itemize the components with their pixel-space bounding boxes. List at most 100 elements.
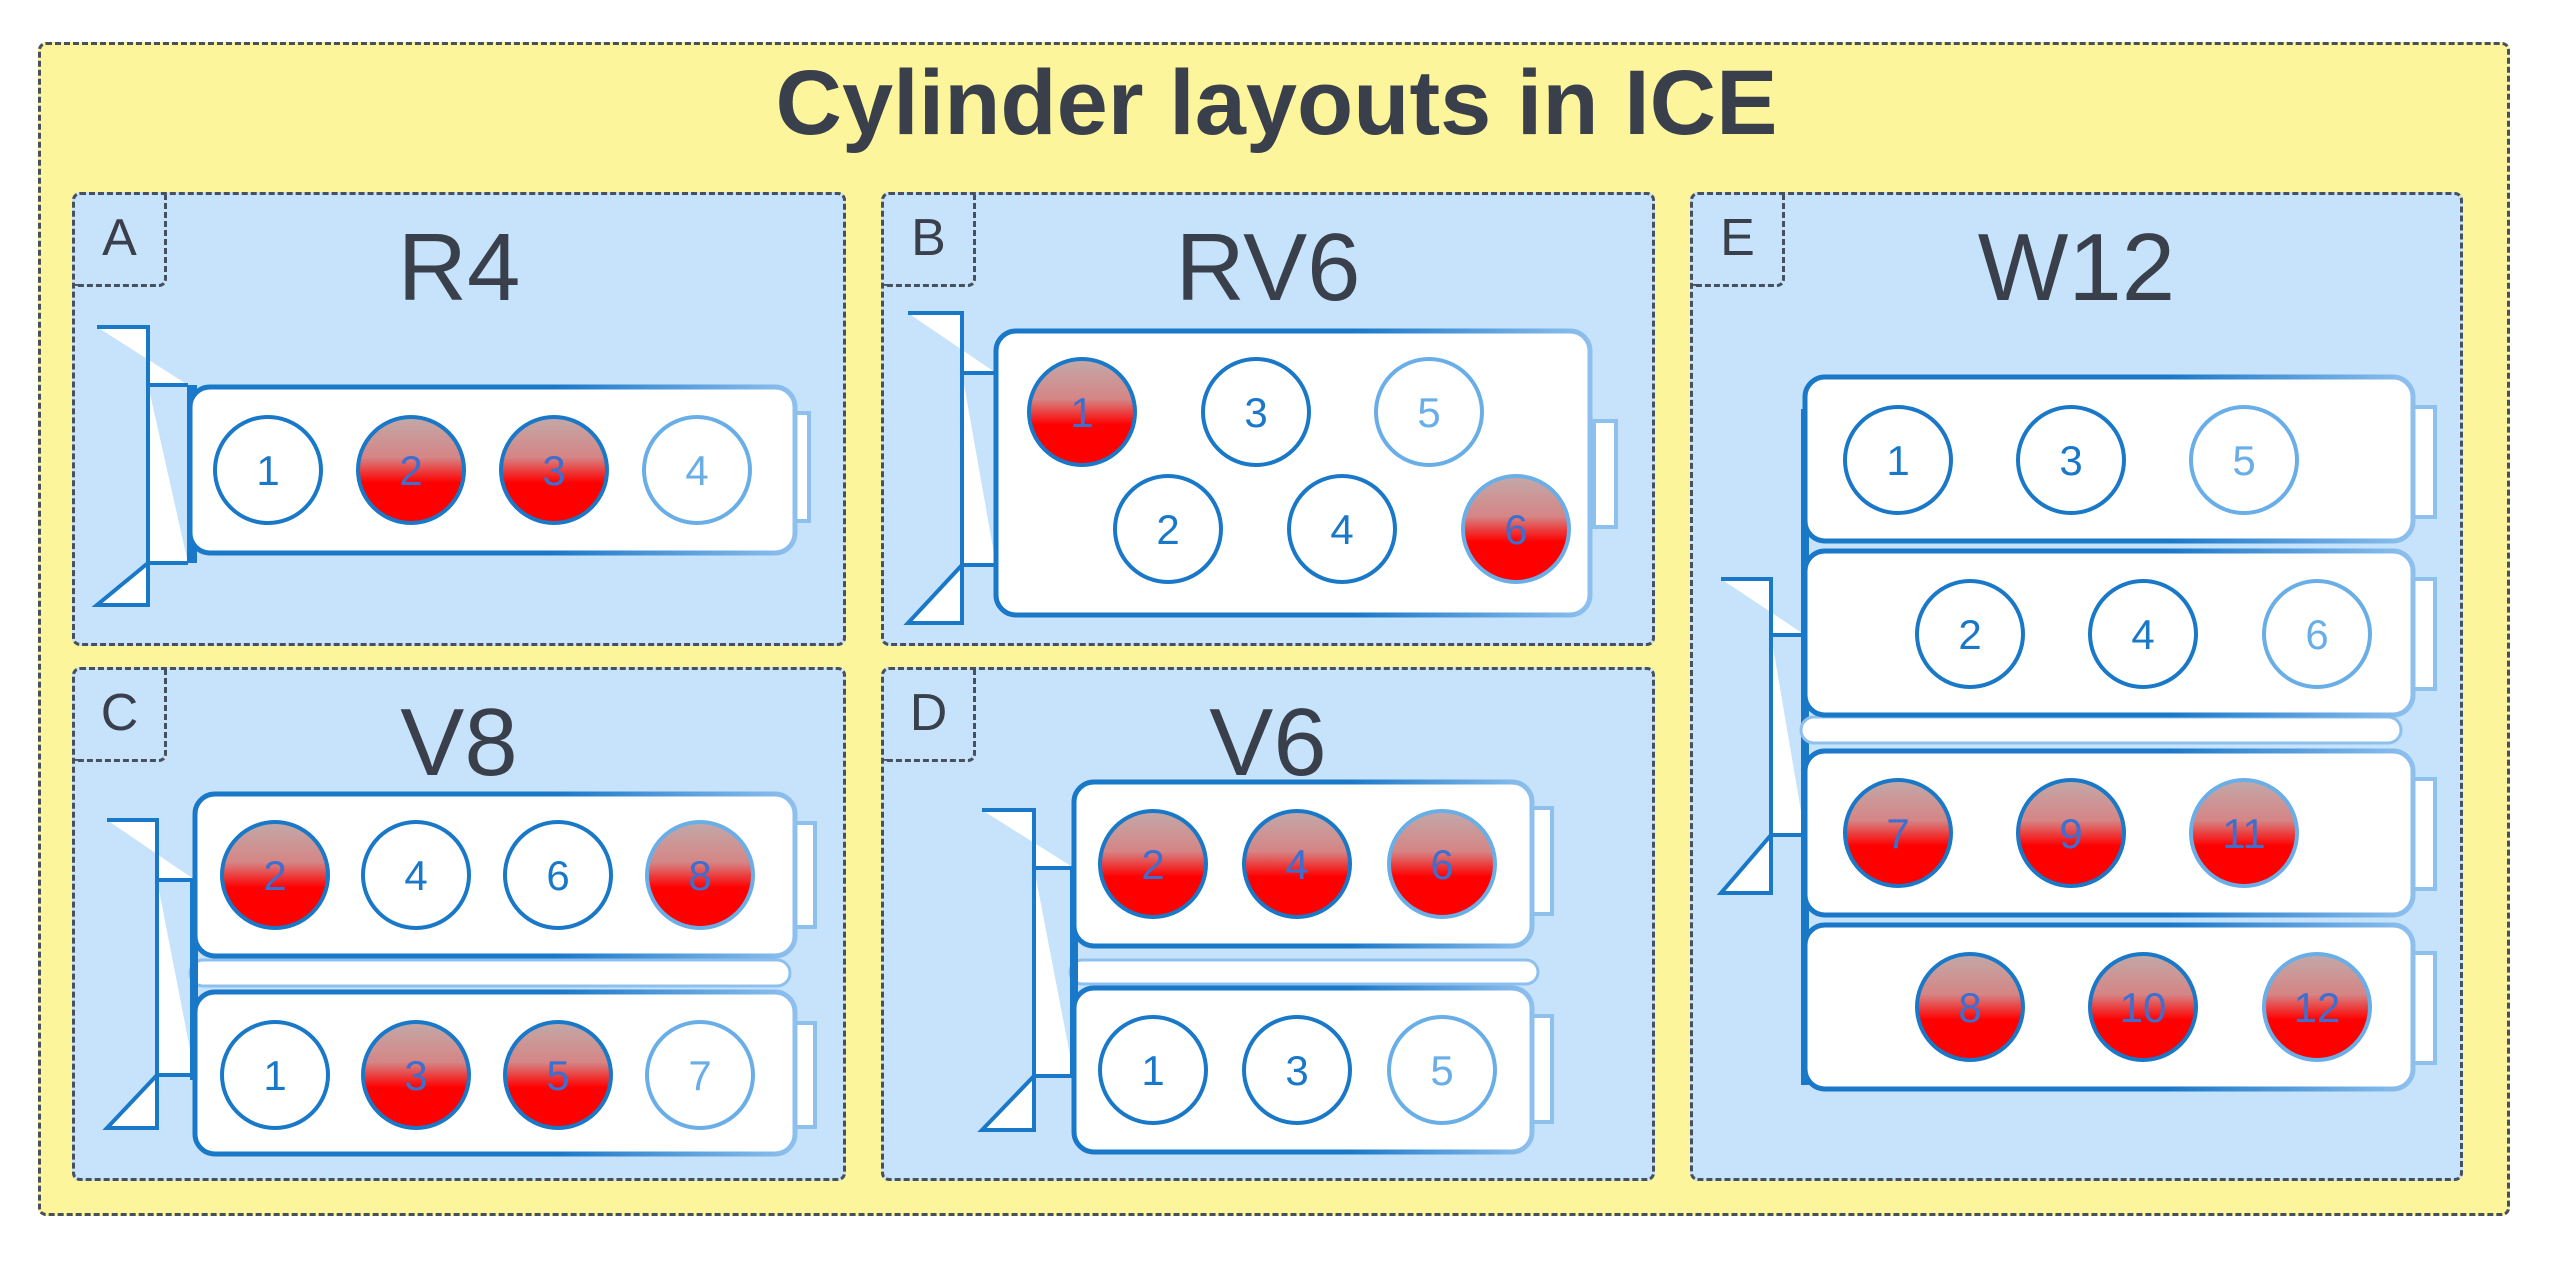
panel-letter: E [1693,195,1785,287]
cylinder-number: 3 [1285,1047,1308,1094]
cylinder-firing [1387,809,1497,919]
cylinder-firing [1242,809,1352,919]
cylinder-number: 1 [256,447,279,494]
cylinder [1113,474,1223,584]
cylinder-bank [192,989,798,1157]
cylinder-number: 2 [1141,841,1164,888]
panel-v6: D V6 2 4 6 1 3 5 [881,667,1655,1181]
cylinder-number: 1 [1886,437,1909,484]
cylinder [503,820,613,930]
engine-name: V8 [400,689,518,796]
cylinder [213,415,323,525]
cylinder-number: 1 [1141,1047,1164,1094]
cylinder [2016,405,2126,515]
bank-end-cap [2411,405,2437,519]
crankshaft [903,311,996,625]
cylinder-number: 3 [1244,389,1267,436]
cylinder-firing [1843,778,1953,888]
panel-letter: D [884,670,976,762]
cylinder-number: 3 [404,1052,427,1099]
cylinder-number: 5 [2232,437,2255,484]
cylinder [1242,1015,1352,1125]
cylinder-firing [503,1020,613,1130]
cylinder [642,415,752,525]
cylinder [1287,474,1397,584]
cylinder [2189,405,2299,515]
cylinder [1098,1015,1208,1125]
engine-name: V6 [1209,689,1327,796]
cylinder-number: 9 [2059,810,2082,857]
cylinder [1915,579,2025,689]
engine-diagram-r4: 1 2 3 4 [91,325,811,607]
cylinder [2262,579,2372,689]
cylinder-number: 1 [1070,389,1093,436]
cylinder-number: 3 [2059,437,2082,484]
cylinder-firing [499,415,609,525]
crankshaft [1716,577,1805,895]
cylinder [645,1020,755,1130]
cylinder-number: 11 [2222,810,2266,857]
cylinder-firing [2189,778,2299,888]
engine-name: R4 [397,214,521,321]
crankshaft [102,818,195,1130]
cylinder [1201,357,1311,467]
cylinder-number: 12 [2294,984,2341,1031]
page-title: Cylinder layouts in ICE [775,52,1778,154]
cylinder-number: 6 [546,852,569,899]
cylinder-firing [356,415,466,525]
cylinder-number: 4 [2131,611,2154,658]
cylinder-number: 5 [546,1052,569,1099]
engine-name: RV6 [1175,214,1361,321]
cylinder-number: 5 [1417,389,1440,436]
cylinder-firing [361,1020,471,1130]
cylinder-number: 4 [1285,841,1308,888]
cylinder-number: 4 [685,447,708,494]
cylinder-firing [2262,952,2372,1062]
cylinder [1387,1015,1497,1125]
cylinder [2088,579,2198,689]
cylinder-firing [1915,952,2025,1062]
bank-end-cap [2411,951,2437,1065]
cylinder-number: 8 [688,852,711,899]
panel-letter: A [75,195,167,287]
cylinder [1374,357,1484,467]
cylinder-number: 6 [1504,506,1527,553]
bank-link [1799,715,2403,745]
bank-link [188,958,792,988]
cylinder-number: 7 [1886,810,1909,857]
cylinder-number: 2 [263,852,286,899]
cylinder-firing [2088,952,2198,1062]
cylinder-firing [1098,809,1208,919]
crankshaft [977,808,1074,1132]
crankshaft [91,325,188,607]
cylinder-number: 8 [1958,984,1981,1031]
bank-link [1068,958,1540,986]
cylinder-number: 6 [1430,841,1453,888]
cylinder-number: 2 [1156,506,1179,553]
cylinder [220,1020,330,1130]
cylinder [1843,405,1953,515]
cylinder-firing [1027,357,1137,467]
cylinder-number: 4 [1330,506,1353,553]
cylinder-number: 6 [2305,611,2328,658]
cylinder-number: 1 [263,1052,286,1099]
cylinder-number: 5 [1430,1047,1453,1094]
bank-end-cap [2411,777,2437,891]
cylinder-number: 7 [688,1052,711,1099]
cylinder-firing [2016,778,2126,888]
cylinder-number: 3 [542,447,565,494]
bank-end-cap [2411,577,2437,691]
cylinder-bank [187,384,798,556]
panel-letter: C [75,670,167,762]
cylinder-firing [1461,474,1571,584]
engine-name: W12 [1977,214,2176,321]
cylinder-firing [220,820,330,930]
engine-diagram-rv6: 1 3 5 2 4 6 [903,311,1618,625]
cylinder-number: 2 [399,447,422,494]
cylinder-firing [645,820,755,930]
cylinder-number: 4 [404,852,427,899]
bank-end-cap [1592,419,1618,529]
